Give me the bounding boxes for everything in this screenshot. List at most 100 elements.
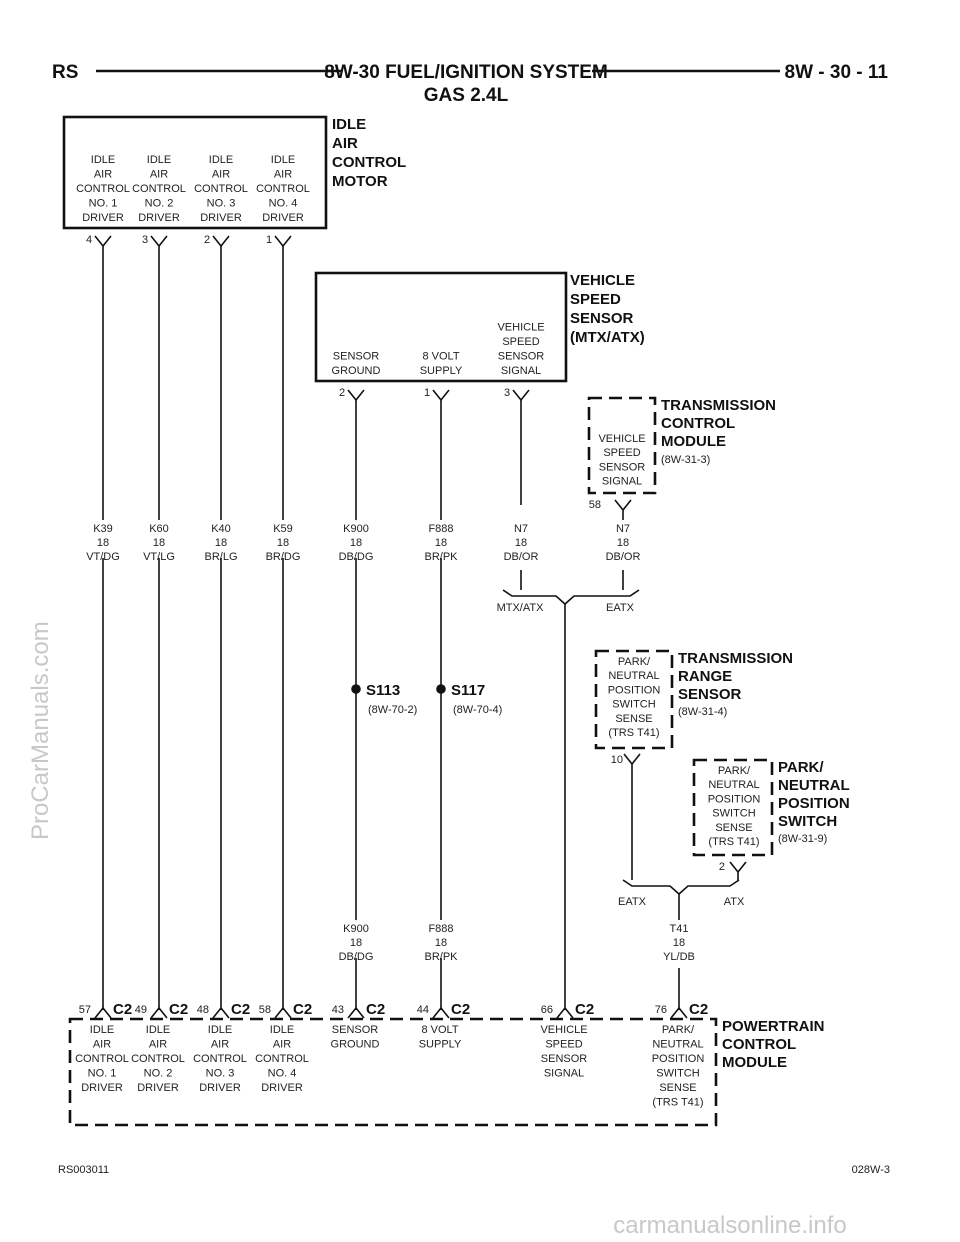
vss-terminal-2-line-1: 8 VOLT (422, 351, 459, 363)
vss-pin-1: 1 (424, 387, 430, 399)
transmission-range-sensor: TRANSMISSION RANGE SENSOR (8W-31-4) PARK… (594, 649, 793, 766)
header-page-number: 8W - 30 - 11 (785, 62, 889, 83)
vss-title-line-1: VEHICLE (570, 272, 635, 289)
wire-label-background (334, 920, 378, 958)
wire-label-background (199, 520, 243, 558)
pnp-label-line-1: PARK/ (718, 765, 751, 777)
iac-motor-box (62, 115, 328, 230)
option-label-mtx-atx: MTX/ATX (497, 602, 545, 614)
pcm-terminal-label-line-2: AIR (149, 1039, 167, 1051)
iac-pin-4: 4 (86, 234, 92, 246)
splice-dot-s113 (351, 684, 361, 694)
pcm-connector-c2: C2 (231, 1001, 250, 1018)
transmission-control-module: TRANSMISSION CONTROL MODULE (8W-31-3) VE… (587, 396, 776, 511)
splice-id-s117: S117 (451, 682, 485, 699)
iac-title-line-1: IDLE (332, 116, 366, 133)
watermark-left: ProCarManuals.com (27, 621, 54, 840)
wire-gauge: 18 (277, 537, 289, 549)
wire-circuit: T41 (670, 923, 689, 935)
vss-box (314, 271, 568, 383)
option-label-atx: ATX (724, 896, 745, 908)
tcm-title-line-1: TRANSMISSION (661, 397, 776, 414)
trs-title-line-2: RANGE (678, 668, 732, 685)
splice-s113: S113 (8W-70-2) (351, 682, 417, 716)
pcm-connector-c2: C2 (293, 1001, 312, 1018)
iac-driver-2-line-2: AIR (150, 169, 168, 181)
wire-label-background (334, 520, 378, 558)
wire-label-background (601, 520, 645, 558)
iac-driver-2-line-1: IDLE (147, 154, 171, 166)
terminal-vss-3 (512, 389, 530, 402)
pcm-terminal-label-line-3: CONTROL (193, 1053, 247, 1065)
pcm-terminal-label-line-2: NEUTRAL (652, 1039, 703, 1051)
pnp-title-line-1: PARK/ (778, 759, 824, 776)
terminal-tcm-58 (614, 499, 632, 512)
pcm-terminal-label-line-3: CONTROL (75, 1053, 129, 1065)
pcm-pin-number: 57 (79, 1004, 91, 1016)
wire-gauge: 18 (435, 937, 447, 949)
iac-driver-4-line-1: IDLE (271, 154, 295, 166)
wire-circuit: F888 (428, 923, 453, 935)
wire-label-background (419, 920, 463, 958)
pnp-reference: (8W-31-9) (778, 833, 827, 845)
wire-gauge: 18 (435, 537, 447, 549)
pcm-title-line-3: MODULE (722, 1054, 787, 1071)
wire-color: DB/DG (339, 951, 374, 963)
trs-label-line-5: SENSE (615, 713, 652, 725)
pcm-terminal-symbol (670, 1006, 688, 1019)
vss-terminal-1-line-2: GROUND (332, 365, 381, 377)
pcm-connector-c2: C2 (451, 1001, 470, 1018)
pcm-terminal-label-line-2: SUPPLY (419, 1039, 462, 1051)
pcm-terminal-label-line-5: DRIVER (199, 1082, 241, 1094)
pcm-pin-number: 44 (417, 1004, 429, 1016)
wire-circuit: N7 (616, 523, 630, 535)
iac-driver-4-line-5: DRIVER (262, 212, 304, 224)
pcm-terminal-symbol (94, 1006, 112, 1019)
pcm-terminal-label-line-1: IDLE (208, 1024, 232, 1036)
vss-terminal-3-line-4: SIGNAL (501, 365, 541, 377)
pcm-terminal-symbol (347, 1006, 365, 1019)
pcm-terminal-symbol (556, 1006, 574, 1019)
pcm-connector-c2: C2 (169, 1001, 188, 1018)
pcm-terminal-label-line-4: SWITCH (656, 1068, 699, 1080)
pcm-connector-c2: C2 (575, 1001, 594, 1018)
vss-pin-2: 2 (339, 387, 345, 399)
pcm-pin-number: 48 (197, 1004, 209, 1016)
pnp-box (692, 758, 774, 857)
tcm-label-line-3: SENSOR (599, 461, 646, 473)
iac-driver-3-line-4: NO. 3 (207, 198, 236, 210)
tcm-label-line-1: VEHICLE (598, 433, 645, 445)
wire-gauge: 18 (97, 537, 109, 549)
park-neutral-position-switch: PARK/ NEUTRAL POSITION SWITCH (8W-31-9) … (692, 758, 850, 873)
tcm-pin: 58 (589, 499, 601, 511)
wire-circuit: F888 (428, 523, 453, 535)
pnp-label-line-3: POSITION (708, 793, 761, 805)
terminal-iac-2 (212, 235, 230, 248)
pcm-terminal-label-line-1: VEHICLE (540, 1024, 587, 1036)
terminal-pnp-2 (729, 861, 747, 874)
terminal-vss-1 (432, 389, 450, 402)
terminal-trs-10 (623, 753, 641, 766)
terminal-symbols-top (94, 235, 747, 878)
trs-box (594, 649, 674, 750)
pcm-terminal-symbol (212, 1006, 230, 1019)
wire-label-background (81, 520, 125, 558)
wire-circuit: K900 (343, 523, 369, 535)
wire-circuit: K39 (93, 523, 113, 535)
iac-driver-1-line-2: AIR (94, 169, 112, 181)
iac-title-line-2: AIR (332, 135, 358, 152)
pcm-terminal-label-line-2: SPEED (545, 1039, 582, 1051)
wire-color: BR/LG (204, 551, 237, 563)
vehicle-speed-sensor: VEHICLE SPEED SENSOR (MTX/ATX) SENSORGRO… (314, 271, 645, 400)
